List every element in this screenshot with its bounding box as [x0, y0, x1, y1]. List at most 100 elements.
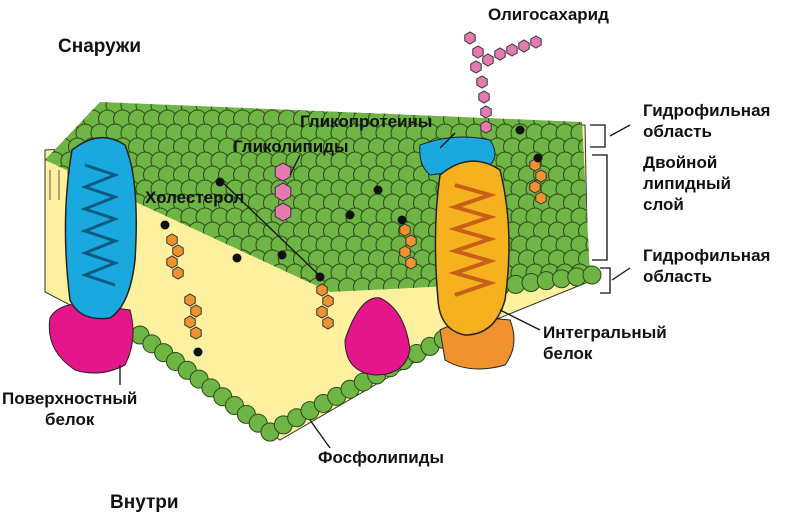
label-outside: Снаружи [58, 36, 142, 57]
phospholipid-head [60, 102, 80, 115]
phospholipid-head [53, 109, 72, 129]
protein-helix-right [448, 183, 497, 297]
sugar-unit [506, 43, 518, 57]
phospholipid-head [594, 194, 612, 212]
sugar-unit [518, 39, 530, 53]
sugar-unit [464, 31, 476, 45]
phospholipid-head [616, 180, 634, 198]
label-inside: Внутри [110, 492, 179, 513]
cholesterol-ring [166, 233, 178, 247]
marker-dot [515, 125, 525, 135]
marker-dot [193, 347, 203, 357]
text: Интегральный [543, 323, 667, 342]
marker-dot [232, 253, 242, 263]
phospholipid-head [609, 278, 627, 296]
phospholipid-head [624, 250, 642, 268]
text: слой [643, 195, 684, 214]
label-phospholipids: Фосфолипиды [318, 448, 445, 467]
phospholipid-head [585, 123, 590, 143]
phospholipid-head [45, 102, 65, 115]
leader-lines [119, 124, 631, 449]
sugar-unit [472, 45, 484, 59]
sugar-unit [530, 35, 542, 49]
sugar-unit [480, 120, 492, 134]
phospholipid-head [616, 152, 634, 170]
cholesterol-molecules [166, 158, 547, 340]
label-integral-protein: Интегральный белок [543, 322, 667, 364]
cholesterol-ring [172, 266, 184, 280]
text: белок [44, 410, 95, 429]
sugar-unit [470, 60, 482, 74]
marker-dot [373, 185, 383, 195]
sugar-unit [478, 90, 490, 104]
phospholipid-head [582, 265, 602, 285]
cholesterol-ring [399, 245, 411, 259]
phospholipid-head [616, 208, 634, 226]
cholesterol-ring [399, 223, 411, 237]
marker-dot [315, 272, 325, 282]
sugar-unit [482, 53, 494, 67]
cholesterol-ring [405, 234, 417, 248]
surface-protein-middle [344, 297, 411, 376]
phospholipid-head [594, 222, 612, 240]
cholesterol-ring [166, 255, 178, 269]
phospholipid-head [585, 102, 590, 115]
phospholipid-head [616, 96, 634, 114]
sugar-unit [274, 182, 292, 202]
cholesterol-ring [316, 305, 328, 319]
label-glycoproteins: Гликопротеины [300, 112, 433, 131]
integral-protein [434, 160, 510, 336]
marker-dot [397, 215, 407, 225]
cholesterol-ring [535, 191, 547, 205]
cholesterol-ring [322, 316, 334, 330]
sugar-unit [480, 105, 492, 119]
phospholipid-head [570, 102, 590, 115]
text: Гидрофильная [643, 101, 771, 120]
phospholipid-head [540, 102, 560, 115]
phospholipid-head [616, 124, 634, 142]
phospholipid-head [616, 264, 634, 282]
phospholipid-head [624, 194, 642, 212]
text: белок [543, 344, 593, 363]
phospholipid-head [555, 102, 575, 115]
glycolipid-chain [274, 162, 292, 222]
channel-protein-left [64, 136, 137, 320]
marker-dot [215, 177, 225, 187]
text: Гидрофильная [643, 246, 771, 265]
sugar-unit [476, 75, 488, 89]
label-lipid-bilayer: Двойной липидный слой [643, 152, 731, 215]
text: липидный [643, 174, 731, 193]
cholesterol-ring [405, 256, 417, 270]
phospholipid-head [585, 235, 590, 255]
phospholipid-head [601, 236, 619, 254]
marker-dot [277, 250, 287, 260]
phospholipid-head [495, 102, 515, 115]
sugar-unit [274, 202, 292, 222]
phospholipid-head [45, 123, 50, 143]
phospholipid-head [594, 166, 612, 184]
phospholipid-head [609, 138, 627, 156]
phospholipid-head [609, 166, 627, 184]
text: Двойной [643, 153, 718, 172]
sugar-unit [274, 162, 292, 182]
text: Поверхностный [2, 389, 138, 408]
phospholipid-head [624, 110, 642, 128]
marker-dots [160, 125, 543, 357]
label-surface-protein: Поверхностный белок [2, 388, 137, 430]
phospholipid-head [609, 250, 627, 268]
phospholipid-head [45, 123, 65, 143]
oligosaccharide-chain [464, 31, 542, 134]
phospholipid-head [510, 102, 530, 115]
phospholipid-head [624, 166, 642, 184]
cholesterol-ring [316, 283, 328, 297]
phospholipid-head [594, 250, 612, 268]
phospholipid-head [45, 102, 50, 115]
phospholipid-head [624, 222, 642, 240]
phospholipid-head [624, 138, 642, 156]
cholesterol-ring [190, 304, 202, 318]
phospholipid-head [609, 222, 627, 240]
label-cholesterol: Холестерол [145, 188, 245, 207]
